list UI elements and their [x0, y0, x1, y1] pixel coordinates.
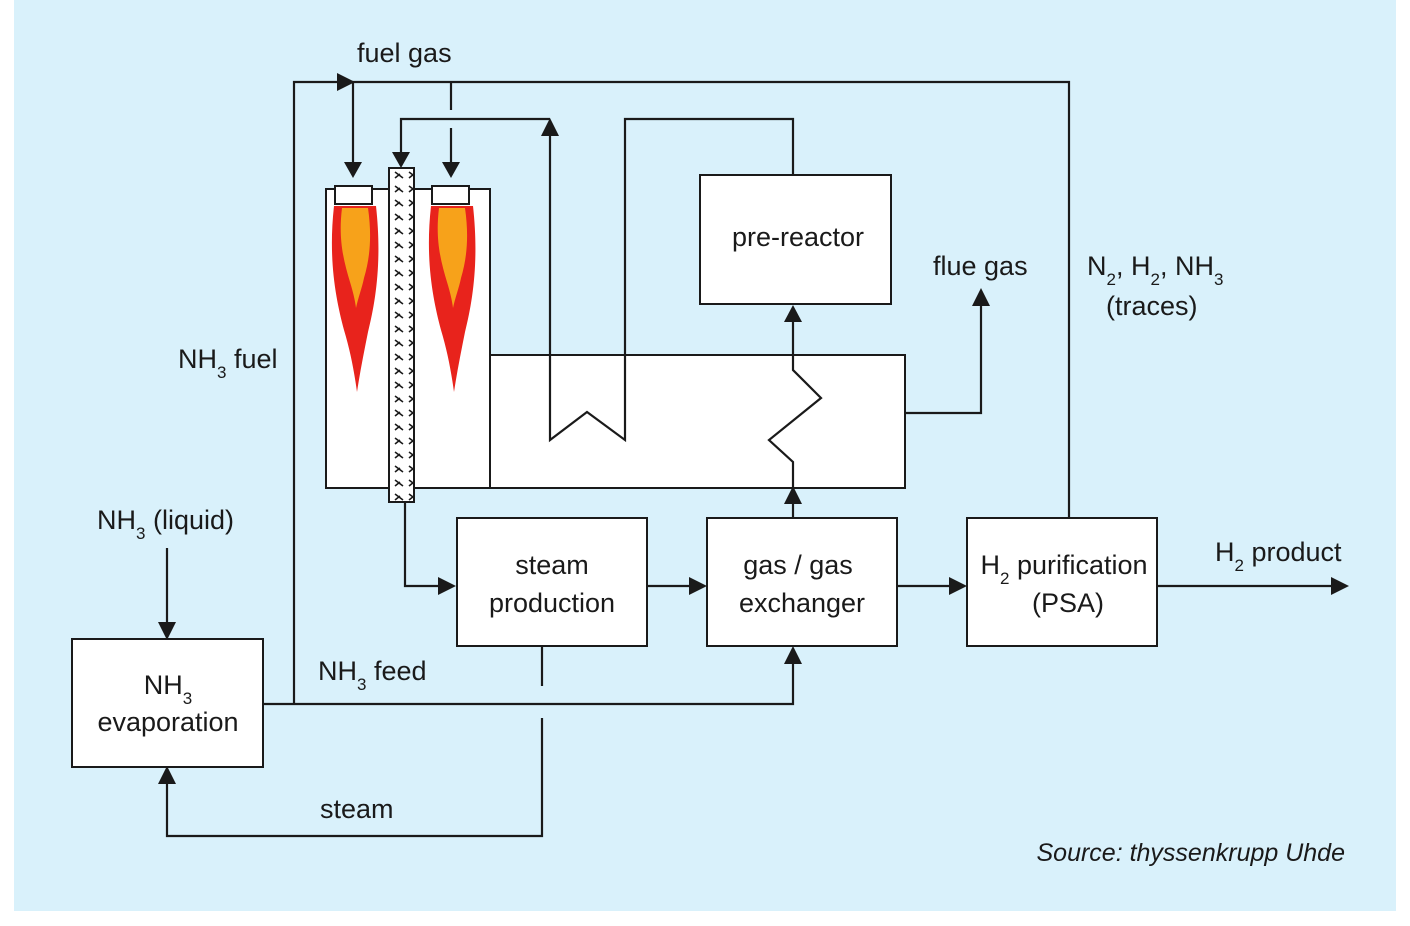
nh3-fuel-label: NH3 fuel — [178, 344, 278, 382]
gas-exchanger-label-2: exchanger — [739, 588, 865, 618]
arrowhead-psa-in — [949, 577, 967, 595]
arrowhead-flue-gas — [972, 288, 990, 306]
steam-production-label-2: production — [489, 588, 615, 618]
arrowhead-burner-right — [442, 162, 460, 178]
evaporation-label-2: evaporation — [97, 707, 238, 737]
nh3-feed-line — [263, 662, 795, 706]
traces-label-1: N2, H2, NH3 — [1087, 251, 1223, 289]
furnace-convection-section — [489, 354, 906, 489]
arrowhead-exchanger-up — [784, 486, 802, 504]
nh3-feed-label: NH3 feed — [318, 656, 427, 694]
reactor-outlet-line — [403, 502, 438, 588]
convection-coil-overlay — [548, 355, 627, 443]
flame-right — [428, 206, 476, 392]
arrowhead-reactor-tube — [392, 152, 410, 168]
arrowhead-burner-left — [344, 162, 362, 178]
burner-right — [431, 185, 470, 205]
psa-purification-box — [966, 517, 1158, 647]
burner-left — [334, 185, 373, 205]
flue-gas-label: flue gas — [933, 251, 1028, 281]
arrowhead-evaporation-in — [158, 622, 176, 640]
arrowhead-steam-production-in — [438, 577, 456, 595]
traces-label-2: (traces) — [1106, 291, 1198, 321]
fuel-gas-label: fuel gas — [357, 38, 452, 68]
gas-exchanger-box — [706, 517, 898, 647]
psa-label-2: (PSA) — [1032, 588, 1104, 618]
pre-reactor-label: pre-reactor — [732, 222, 864, 252]
arrowhead-pre-reactor-in — [784, 305, 802, 322]
arrowhead-convection-up — [541, 118, 559, 136]
arrowhead-h2-product — [1331, 577, 1349, 595]
source-caption: Source: thyssenkrupp Uhde — [1036, 839, 1345, 867]
arrowhead-fuel-gas-header — [337, 73, 355, 91]
steam-production-box — [456, 517, 648, 647]
reactor-tube-feed — [399, 117, 550, 152]
evaporation-label-1: NH3 — [144, 670, 192, 708]
steam-return-line — [165, 718, 544, 838]
h2-product-label: H2 product — [1215, 537, 1342, 575]
flue-gas-line — [905, 304, 983, 415]
catalyst-reactor-tube — [388, 167, 415, 503]
psa-label-1: H2 purification — [980, 550, 1147, 588]
nh3-liquid-label: NH3 (liquid) — [97, 505, 234, 543]
arrowhead-gas-exchanger-in — [784, 646, 802, 664]
steam-label: steam — [320, 794, 394, 824]
nh3-fuel-line — [292, 80, 1071, 704]
pre-reactor-box — [699, 174, 892, 305]
flame-left — [331, 206, 379, 392]
nh3-evaporation-box — [71, 638, 264, 768]
zigzag-coil-overlay — [767, 355, 823, 488]
gas-exchanger-label-1: gas / gas — [743, 550, 853, 580]
arrowhead-evaporation-steam — [158, 766, 176, 784]
arrowhead-exchanger-in — [689, 577, 707, 595]
steam-production-label-1: steam — [515, 550, 589, 580]
